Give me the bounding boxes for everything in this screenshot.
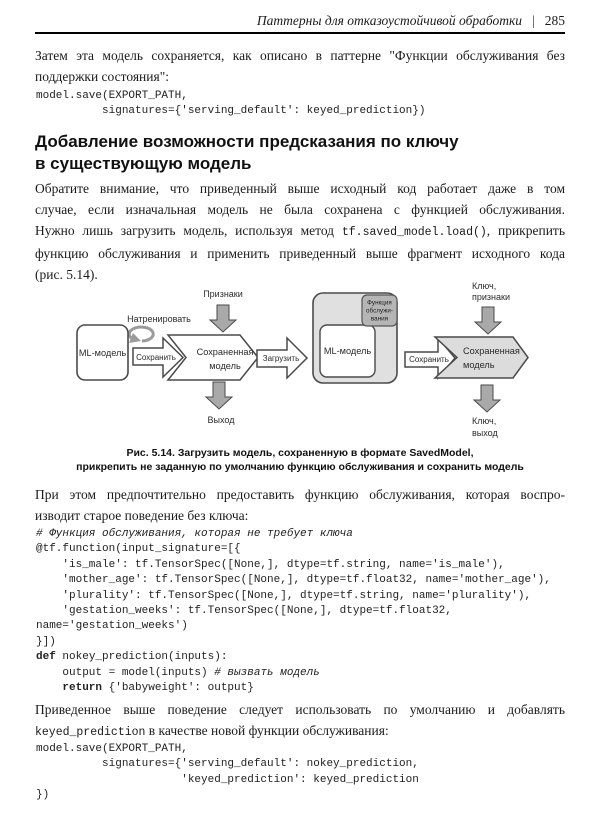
code-block-nokey-prediction: # Функция обслуживания, которая не требу… — [36, 528, 551, 695]
loaded-ml-model-label: ML-модель — [324, 346, 372, 356]
train-loop-arrowhead — [129, 333, 141, 343]
code-block-save-keyed: model.save(EXPORT_PATH, signatures={'ser… — [36, 90, 426, 118]
figure-caption: Рис. 5.14. Загрузить модель, сохраненную… — [76, 447, 524, 473]
key-output-label-1: Ключ, — [472, 416, 496, 426]
save-arrow-2-label: Сохранить — [409, 355, 449, 364]
paragraph-save-model: Затем эта модель сохраняется, как описан… — [35, 48, 565, 84]
saved-model-2-label-2: модель — [463, 360, 495, 370]
section-heading: Добавление возможности предсказания по к… — [35, 132, 459, 173]
key-features-label-2: признаки — [472, 292, 510, 302]
key-output-arrow — [472, 384, 502, 413]
paragraph-serving-fn: При этом предпочтительно предоставить фу… — [35, 487, 565, 523]
serving-fn-label-1: Функция — [367, 300, 392, 307]
output-arrow — [204, 381, 234, 410]
ml-model-box — [76, 324, 129, 381]
serving-fn-box — [361, 294, 398, 327]
saved-model-label-2: модель — [209, 361, 241, 371]
key-features-arrow — [473, 306, 503, 335]
train-loop-arrow — [127, 325, 155, 343]
figure-5-14: Натренировать ML-модель Признаки Сохрани… — [35, 279, 565, 441]
train-label: Натренировать — [127, 314, 191, 324]
running-header: Паттерны для отказоустойчивой обработки … — [257, 13, 565, 29]
saved-model-label-1: Сохраненная — [197, 347, 254, 357]
load-arrow-label: Загрузить — [263, 354, 300, 363]
running-header-separator: | — [532, 13, 535, 28]
paragraph-note: Обратите внимание, что приведенный выше … — [35, 181, 565, 282]
figure-diagram: Натренировать ML-модель Признаки Сохрани… — [76, 281, 529, 438]
header-rule — [35, 32, 565, 34]
saved-model-shape-2 — [433, 336, 529, 379]
ml-model-label: ML-модель — [79, 348, 127, 358]
features-arrow — [208, 304, 238, 333]
output-label: Выход — [208, 415, 236, 425]
saved-model-2-label-1: Сохраненная — [463, 346, 520, 356]
running-header-title: Паттерны для отказоустойчивой обработки — [256, 13, 523, 28]
code-block-save-both: model.save(EXPORT_PATH, signatures={'ser… — [36, 743, 419, 802]
features-label: Признаки — [203, 289, 243, 299]
page-number: 285 — [544, 13, 565, 28]
key-features-label-1: Ключ, — [472, 281, 496, 291]
loaded-ml-model-box — [319, 324, 376, 378]
saved-model-shape — [166, 334, 259, 381]
save-arrow-label: Сохранить — [136, 353, 176, 362]
save-arrow — [132, 336, 185, 379]
load-arrow — [256, 336, 309, 380]
paragraph-default-behavior: Приведенное выше поведение следует испол… — [35, 702, 565, 739]
serving-fn-label-3: вания — [371, 316, 388, 323]
serving-fn-label-2: обслужи- — [366, 307, 393, 315]
key-output-label-2: выход — [472, 428, 498, 438]
